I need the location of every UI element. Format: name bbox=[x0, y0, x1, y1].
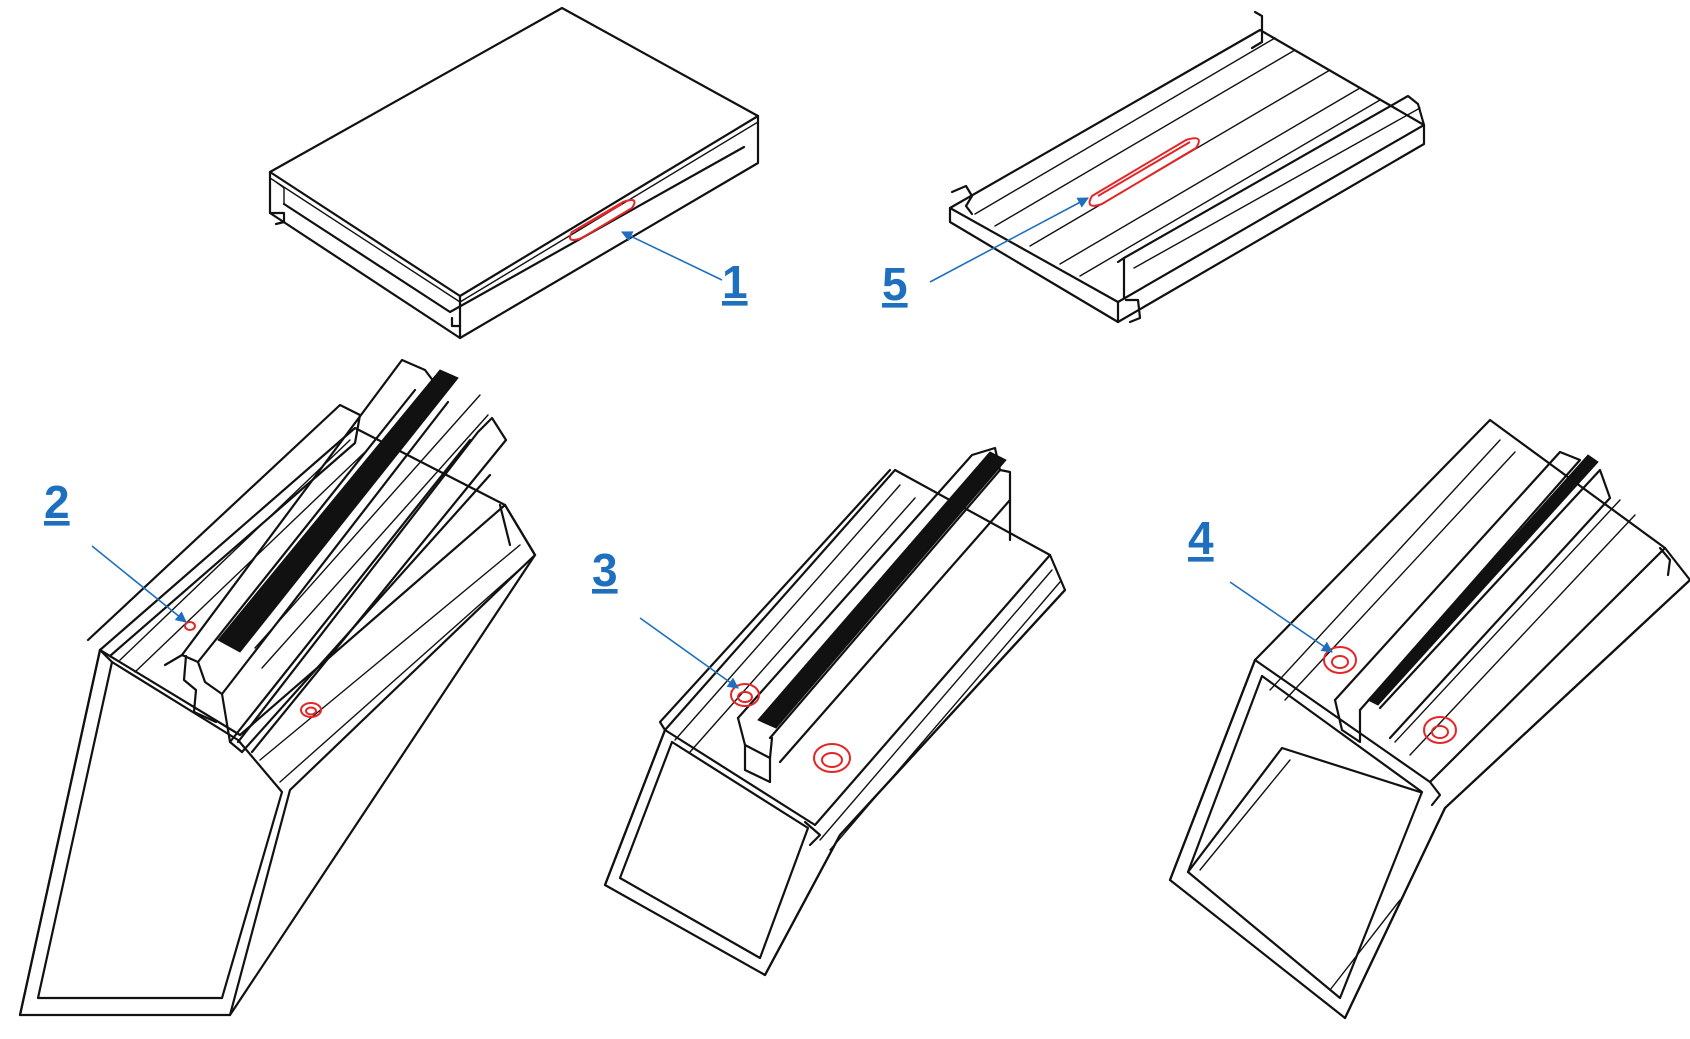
screw-hole-2 bbox=[184, 621, 322, 718]
slot-hole-5 bbox=[1088, 137, 1200, 207]
callout-number-4: 4 bbox=[1188, 512, 1214, 564]
slot-hole-1 bbox=[569, 199, 636, 241]
callout-number-1: 1 bbox=[722, 256, 748, 308]
profile-2-mullion bbox=[18, 358, 537, 1017]
screw-hole-4 bbox=[1323, 646, 1457, 744]
callout-labels: 1 2 3 4 5 bbox=[44, 256, 1214, 596]
leader-2 bbox=[91, 545, 187, 623]
profile-4-double-chamber bbox=[1168, 418, 1690, 1020]
leader-5 bbox=[929, 197, 1089, 283]
leader-4 bbox=[1229, 581, 1333, 653]
callout-number-5: 5 bbox=[882, 258, 908, 310]
screw-hole-3 bbox=[730, 683, 851, 773]
callout-leaders bbox=[91, 197, 1333, 689]
callout-number-2: 2 bbox=[44, 476, 70, 528]
profile-3-glazing-bar bbox=[603, 446, 1067, 977]
callout-number-3: 3 bbox=[592, 544, 618, 596]
profile-5-base bbox=[948, 10, 1426, 324]
leader-3 bbox=[639, 617, 739, 689]
profile-1-cover bbox=[268, 6, 760, 340]
leader-1 bbox=[620, 231, 723, 281]
